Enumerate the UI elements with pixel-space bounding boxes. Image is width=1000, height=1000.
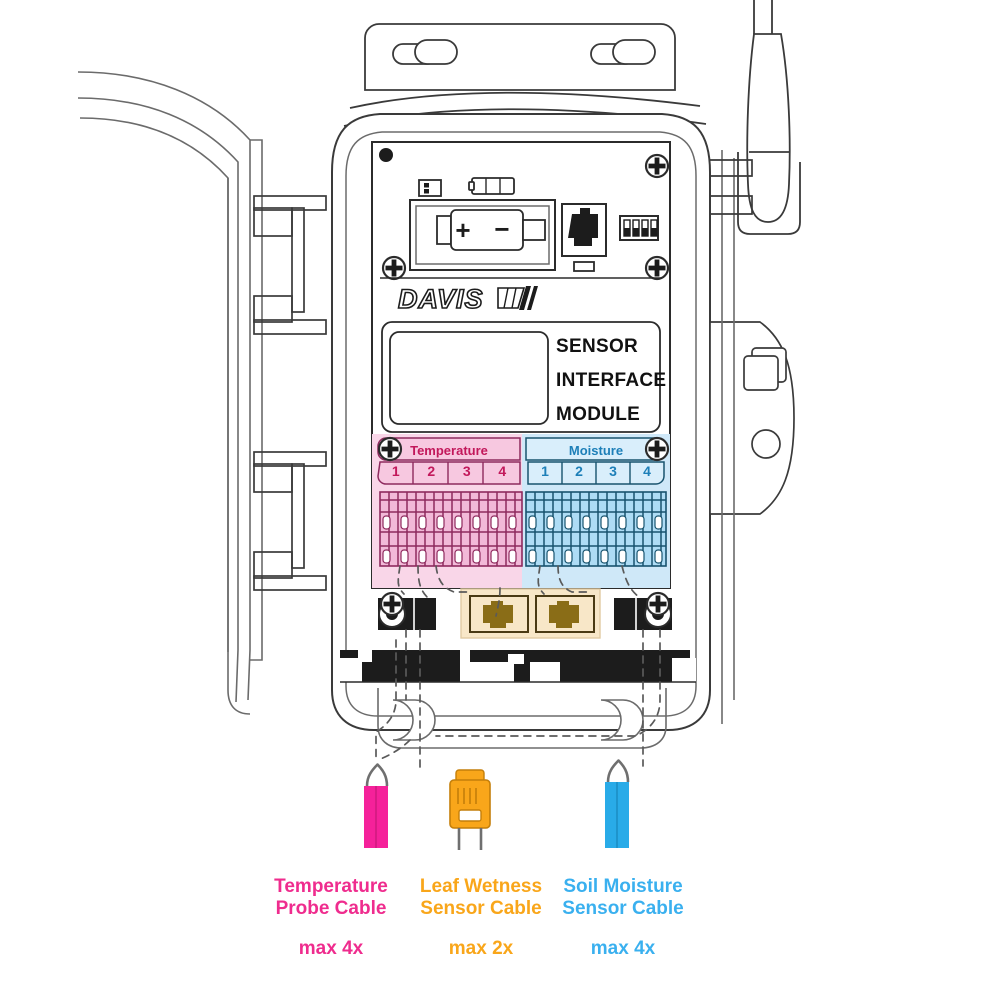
temperature-channel-4[interactable]: 4: [498, 463, 507, 479]
svg-text:DAVIS: DAVIS: [398, 284, 484, 314]
jumper-header: [418, 179, 442, 197]
enclosure-right-wall: [721, 150, 735, 724]
temperature-terminal-rows[interactable]: [379, 491, 523, 567]
legend-temperature-probe-line2: Probe Cable: [275, 898, 387, 920]
screw-mid-left: [381, 255, 407, 281]
cable-exit-grommets: [392, 699, 644, 741]
soil-moisture-sensor-cable: [605, 759, 630, 848]
legend-soil-moisture-line2: Sensor Cable: [562, 898, 684, 920]
moisture-header-label: Moisture: [568, 443, 624, 458]
rj-jack-2: [549, 601, 579, 628]
screw-clamp-right: [645, 591, 671, 617]
pcb-rj-connector: [561, 203, 607, 272]
moisture-channel-2[interactable]: 2: [575, 463, 583, 479]
davis-logo: DAVIS: [397, 283, 538, 315]
moisture-channel-3[interactable]: 3: [609, 463, 617, 479]
legend-leaf-wetness: Leaf Wetness Sensor Cable: [396, 876, 566, 921]
moisture-channel-1[interactable]: 1: [541, 463, 549, 479]
screw-mid-right: [644, 255, 670, 281]
battery-minus-symbol: −: [494, 214, 509, 244]
battery-compartment: [409, 199, 556, 271]
product-name-line-1: SENSOR: [556, 336, 639, 357]
door-hinge-assembly: [253, 195, 327, 591]
moisture-terminal-rows[interactable]: [525, 491, 667, 567]
legend-leaf-wetness-line1: Leaf Wetness: [419, 876, 543, 897]
antenna-mount-bracket: [710, 159, 753, 215]
legend-soil-moisture-line1: Soil Moisture: [563, 876, 683, 897]
enclosure-open-door: [77, 71, 263, 715]
temperature-header-label: Temperature: [410, 443, 488, 458]
dip-switch[interactable]: [619, 215, 659, 241]
rj-jack-housing: [460, 588, 601, 639]
legend-soil-moisture: Soil Moisture Sensor Cable: [538, 876, 708, 921]
davis-logo-mark: [497, 286, 538, 310]
rj-jack-1: [483, 601, 513, 628]
legend-leaf-wetness-line2: Sensor Cable: [420, 898, 542, 920]
product-name-line-3: MODULE: [556, 404, 641, 425]
mounting-keyhole-slots: [392, 39, 656, 65]
antenna: [746, 0, 791, 223]
module-label-panel: [381, 321, 661, 433]
legend-leaf-wetness-max: max 2x: [448, 938, 514, 959]
blank-write-on-label: [389, 331, 549, 425]
screw-clamp-left: [379, 591, 405, 617]
legend-temperature-probe-line1: Temperature: [274, 876, 388, 897]
legend-soil-moisture-max: max 4x: [590, 938, 656, 959]
legend-temperature-probe-max: max 4x: [298, 938, 364, 959]
product-name-line-2: INTERFACE: [556, 370, 667, 391]
enclosure-bottom-rail: [340, 650, 696, 690]
temperature-channel-3[interactable]: 3: [462, 463, 471, 479]
temperature-probe-cable: [364, 763, 389, 848]
temperature-channel-1[interactable]: 1: [391, 463, 400, 479]
wire-routing-dashed: [375, 565, 661, 771]
screw-top-right: [644, 153, 670, 179]
antenna-base: [737, 152, 801, 235]
battery-plus-symbol: +: [455, 215, 470, 245]
battery-silkscreen-icon: [468, 177, 515, 195]
pcb-indicator-dot: [379, 148, 393, 162]
legend-temperature-probe: Temperature Probe Cable: [246, 876, 416, 921]
enclosure-latch-tab: [709, 321, 795, 515]
leaf-wetness-sensor-cable: [449, 769, 491, 850]
enclosure-bottom-edge: [377, 688, 667, 749]
temperature-channel-2[interactable]: 2: [427, 463, 436, 479]
moisture-channel-4[interactable]: 4: [643, 463, 651, 479]
